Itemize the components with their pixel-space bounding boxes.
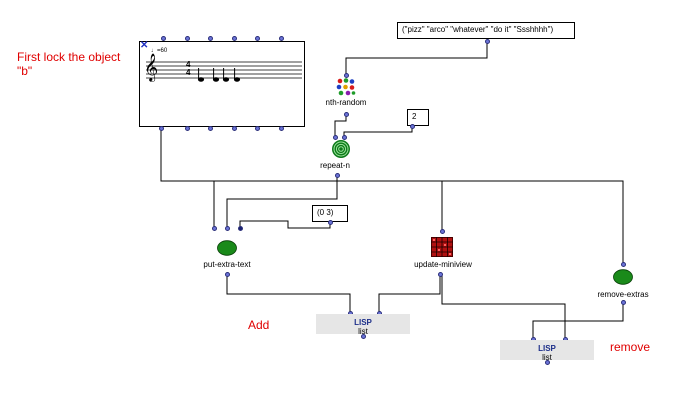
wire-nth-random-to-repeat-n bbox=[334, 115, 347, 136]
wire-count-to-repeat-n bbox=[343, 126, 413, 136]
lisp-remove-title: LISP bbox=[538, 344, 556, 353]
score-outlet-5[interactable] bbox=[255, 126, 260, 131]
note-remove: remove bbox=[610, 340, 651, 354]
nth-random-icon[interactable] bbox=[336, 78, 356, 96]
staff-drawing bbox=[146, 61, 302, 82]
lisp-remove-outlet[interactable] bbox=[545, 360, 550, 365]
remove-extras-label: remove-extras bbox=[597, 290, 649, 299]
nth-random-inlet[interactable] bbox=[344, 73, 349, 78]
repeat-count-box[interactable]: 2 bbox=[407, 109, 429, 126]
time-signature-top: 4 bbox=[186, 60, 191, 69]
put-extra-text-outlet[interactable] bbox=[225, 272, 230, 277]
put-extra-text-inlet-2[interactable] bbox=[225, 226, 230, 231]
nth-random-outlet[interactable] bbox=[344, 112, 349, 117]
strings-list-box[interactable]: ("pizz" "arco" "whatever" "do it" "Ssshh… bbox=[397, 22, 575, 39]
wire-list-to-nth-random bbox=[345, 42, 488, 76]
update-miniview-outlet[interactable] bbox=[438, 272, 443, 277]
wire-repeat-n-to-put-extra-text bbox=[226, 176, 338, 228]
wire-update-miniview-to-lisp-remove bbox=[441, 274, 566, 340]
note-add: Add bbox=[248, 318, 270, 332]
lisp-list-remove[interactable]: LISP list bbox=[500, 340, 594, 362]
wire-put-extra-text-to-lisp-add bbox=[226, 274, 351, 314]
remove-extras-outlet[interactable] bbox=[621, 300, 626, 305]
score-inlet-3[interactable] bbox=[208, 36, 213, 41]
treble-clef-icon: 𝄞 bbox=[144, 53, 159, 81]
strings-list-outlet[interactable] bbox=[485, 39, 490, 44]
positions-list-outlet[interactable] bbox=[328, 220, 333, 225]
update-miniview-inlet[interactable] bbox=[440, 229, 445, 234]
score-outlet-4[interactable] bbox=[232, 126, 237, 131]
repeat-n-label: repeat-n bbox=[320, 161, 350, 170]
nth-random-label: nth-random bbox=[325, 98, 367, 107]
score-inlet-4[interactable] bbox=[232, 36, 237, 41]
score-inlet-5[interactable] bbox=[255, 36, 260, 41]
tempo-label: ♩=60 bbox=[151, 48, 168, 54]
remove-extras-inlet[interactable] bbox=[621, 262, 626, 267]
miniview-icon[interactable] bbox=[431, 237, 453, 257]
lock-icon[interactable]: ✕ bbox=[140, 40, 149, 51]
time-signature-bottom: 4 bbox=[186, 68, 191, 77]
wire-update-miniview-to-lisp-add bbox=[378, 274, 441, 314]
repeat-n-outlet[interactable] bbox=[335, 173, 340, 178]
green-button-icon[interactable] bbox=[613, 269, 633, 285]
lisp-add-title: LISP bbox=[354, 318, 372, 327]
wire-score-to-update-miniview bbox=[160, 129, 443, 231]
put-extra-text-label: put-extra-text bbox=[203, 260, 251, 269]
note-first-lock: First lock the object "b" bbox=[17, 50, 121, 78]
repeat-n-inlet-2[interactable] bbox=[342, 135, 347, 140]
score-outlet-2[interactable] bbox=[185, 126, 190, 131]
green-button-icon[interactable] bbox=[217, 240, 237, 256]
lisp-list-add[interactable]: LISP list bbox=[316, 314, 410, 336]
spiral-icon[interactable] bbox=[331, 139, 351, 159]
wire-remove-extras-to-lisp-remove bbox=[532, 302, 624, 340]
put-extra-text-inlet-3[interactable] bbox=[238, 226, 243, 231]
score-outlet-6[interactable] bbox=[279, 126, 284, 131]
lisp-remove-name: list bbox=[542, 353, 552, 362]
update-miniview-label: update-miniview bbox=[414, 260, 472, 269]
repeat-count-outlet[interactable] bbox=[410, 124, 415, 129]
score-object[interactable]: ✕ ♩=60 𝄞 4 4 bbox=[139, 41, 305, 127]
score-outlet-3[interactable] bbox=[208, 126, 213, 131]
lisp-add-name: list bbox=[358, 327, 368, 336]
score-inlet-1[interactable] bbox=[161, 36, 166, 41]
score-inlet-6[interactable] bbox=[279, 36, 284, 41]
lisp-add-outlet[interactable] bbox=[361, 334, 366, 339]
repeat-n-inlet-1[interactable] bbox=[333, 135, 338, 140]
wire-score-to-remove-extras bbox=[442, 180, 624, 264]
wire-score-to-put-extra-text bbox=[161, 180, 215, 228]
put-extra-text-inlet-1[interactable] bbox=[212, 226, 217, 231]
score-inlet-2[interactable] bbox=[185, 36, 190, 41]
wire-positions-to-put-extra-text bbox=[239, 220, 331, 229]
score-outlet-1[interactable] bbox=[159, 126, 164, 131]
